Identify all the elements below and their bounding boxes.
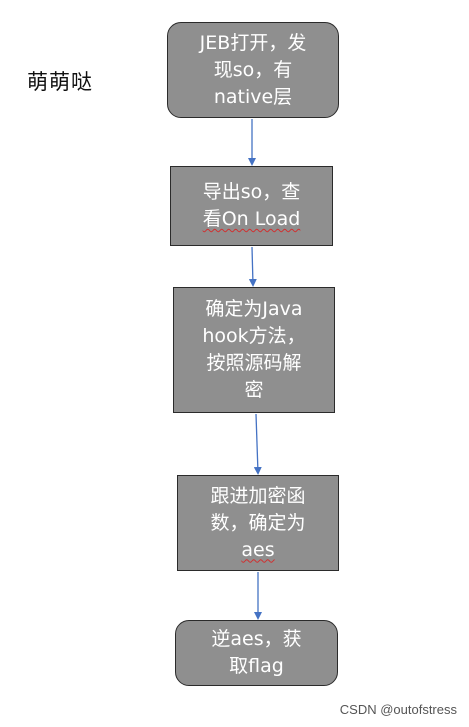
step-4-line-1: 跟进加密函 bbox=[210, 484, 306, 507]
step-3-line-3: 按照源码解 bbox=[206, 352, 302, 374]
step-1-line-1: JEB打开，发 bbox=[199, 31, 307, 54]
step-5-line-1: 逆aes，获 bbox=[211, 628, 302, 650]
step-1-line-3: native层 bbox=[213, 85, 293, 108]
step-3-line-4: 密 bbox=[244, 379, 264, 401]
step-2-line-1: 导出so，查 bbox=[202, 181, 301, 203]
arrow-2-to-3 bbox=[248, 246, 257, 287]
step-3-line-1: 确定为Java bbox=[205, 298, 303, 320]
flow-step-open-jeb: JEB打开，发 现so，有 native层 bbox=[167, 22, 339, 118]
watermark: CSDN @outofstress bbox=[339, 702, 457, 717]
step-4-line-3: aes bbox=[241, 538, 275, 561]
flow-step-encrypt-function: 跟进加密函 数，确定为 aes bbox=[177, 475, 339, 571]
step-3-line-2: hook方法， bbox=[202, 325, 306, 347]
step-1-line-2: 现so，有 bbox=[213, 58, 293, 81]
arrow-3-to-4 bbox=[253, 413, 262, 475]
side-label: 萌萌哒 bbox=[27, 70, 93, 94]
step-2-line-2: 看On Load bbox=[202, 208, 301, 230]
flow-step-reverse-aes: 逆aes，获 取flag bbox=[175, 620, 338, 686]
flow-step-java-hook: 确定为Java hook方法， 按照源码解 密 bbox=[173, 287, 335, 413]
step-4-line-2: 数，确定为 bbox=[210, 511, 306, 534]
step-5-line-2: 取flag bbox=[229, 655, 284, 677]
flow-step-export-so: 导出so，查 看On Load bbox=[170, 166, 333, 246]
